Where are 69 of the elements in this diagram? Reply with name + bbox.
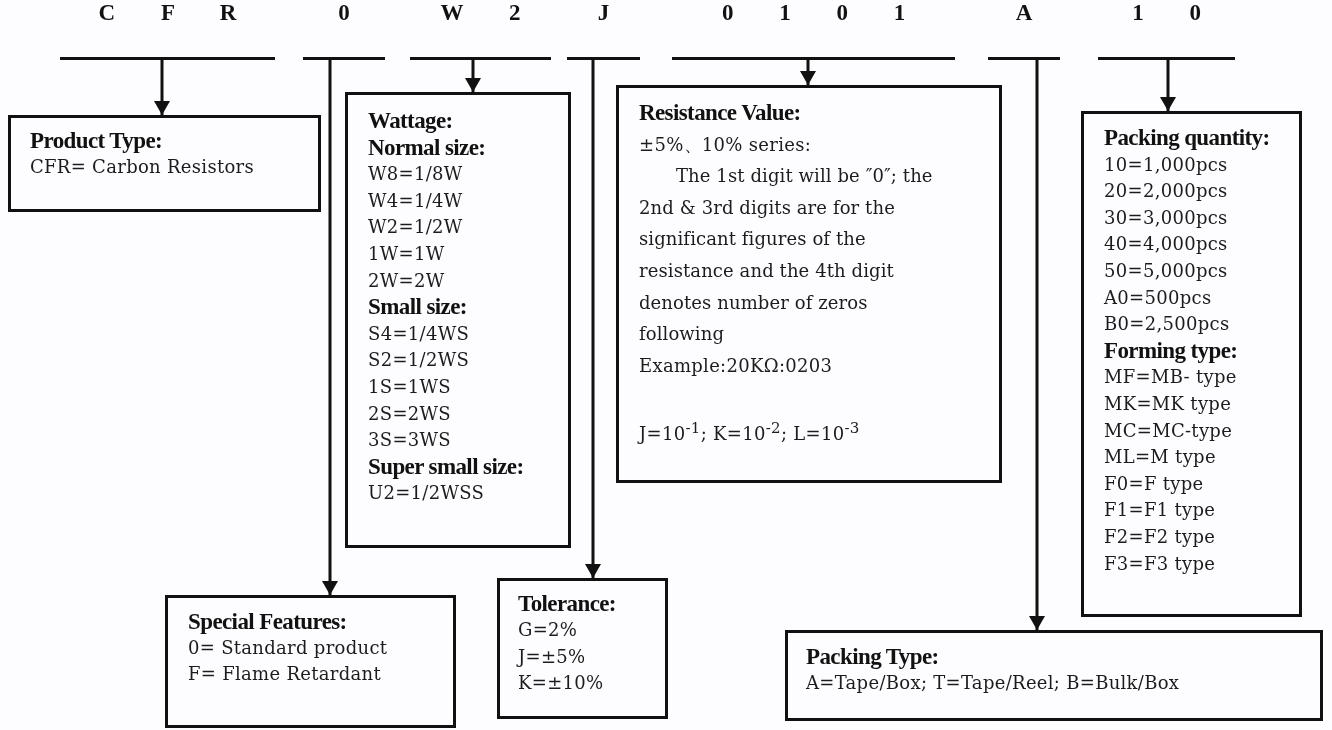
code-entry: K=±10% [518,670,604,695]
section-heading: Packing quantity: [1104,125,1270,152]
code-entry: 30=3,000pcs [1104,205,1228,230]
description-box [497,578,668,719]
section-heading: Wattage: [368,108,453,135]
code-entry: 10=1,000pcs [1104,152,1228,177]
arrow [154,60,170,115]
code-entry: F3=F3 type [1104,551,1216,576]
code-entry: 50=5,000pcs [1104,258,1228,283]
description-box [785,630,1323,721]
code-entry: J=10$^{-1}$; K=10$^{-2}$; L=10$^{-3}$ [639,417,860,446]
arrow [1160,60,1176,111]
code-characters: J [597,0,610,26]
code-entry: F2=F2 type [1104,524,1216,549]
code-entry: 40=4,000pcs [1104,232,1228,257]
arrow [1029,60,1045,630]
code-entry: MC=MC-type [1104,418,1233,443]
code-entry: ±5%、10% series: [639,132,812,157]
section-heading: Forming type: [1104,337,1238,365]
code-entry: 3S=3WS [368,428,451,453]
code-entry: J=±5% [518,644,586,669]
code-entry: A0=500pcs [1104,285,1212,310]
code-entry: S2=1/2WS [368,348,470,373]
code-entry: A=Tape/Box; T=Tape/Reel; B=Bulk/Box [806,671,1180,695]
description-box [345,92,571,548]
code-entry: 1W=1W [368,241,445,266]
code-characters: 1 0 [1132,0,1201,26]
code-entry: 20=2,000pcs [1104,179,1228,204]
code-entry: W2=1/2W [368,215,463,240]
arrow [800,60,816,85]
code-entry: MK=MK type [1104,391,1232,416]
section-heading: Special Features: [188,609,347,635]
section-heading: Product Type: [30,128,163,154]
code-characters: 0 1 0 1 [721,0,906,26]
code-entry: U2=1/2WSS [368,481,485,506]
code-characters: A [1015,0,1033,26]
code-entry: Example:20KΩ:0203 [639,353,833,378]
description-text: The 1st digit will be ″0″; the 2nd & 3rd digits are for the significant figures of the resistance and the 4th digit denotes number of zeros following [639,164,934,347]
arrow [322,60,338,595]
section-heading: Normal size: [368,134,486,162]
description-box [8,115,321,212]
section-heading: Tolerance: [518,591,616,618]
code-entry: MF=MB- type [1104,365,1237,390]
code-entry: F= Flame Retardant [188,662,381,686]
description-box [165,595,456,728]
arrow [585,60,601,578]
code-entry: F1=F1 type [1104,498,1216,523]
code-entry: F0=F type [1104,471,1204,496]
arrow [465,60,481,92]
code-entry: 1S=1WS [368,374,451,399]
code-entry: 0= Standard product [188,636,388,660]
section-heading: Packing Type: [806,644,939,670]
code-entry: W8=1/8W [368,162,463,187]
code-entry: S4=1/4WS [368,321,470,346]
code-characters: W 2 [440,0,521,26]
code-entry: W4=1/4W [368,188,463,213]
code-entry: ML=M type [1104,445,1216,470]
code-entry: G=2% [518,618,578,643]
section-heading: Resistance Value: [639,99,801,127]
description-box [1081,111,1302,617]
code-entry: CFR= Carbon Resistors [30,155,255,179]
section-heading: Super small size: [368,453,524,481]
code-entry: B0=2,500pcs [1104,312,1230,337]
code-characters: 0 [338,0,350,26]
code-entry: 2S=2WS [368,401,451,426]
code-entry: 2W=2W [368,268,445,293]
description-box [616,85,1002,483]
code-characters: C F R [98,0,237,26]
section-heading: Small size: [368,294,467,321]
